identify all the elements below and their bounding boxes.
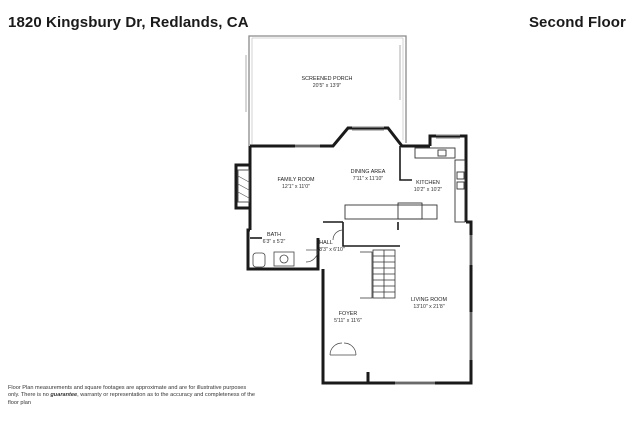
room-hall-name: HALL [319, 240, 333, 246]
doors [305, 229, 357, 356]
room-kitchen-dims: 10'2" x 10'2" [414, 187, 443, 193]
room-living-dims: 13'10" x 21'8" [413, 304, 444, 310]
room-foyer-name: FOYER [339, 311, 358, 317]
room-kitchen-name: KITCHEN [416, 180, 440, 186]
staircase [360, 249, 396, 299]
disclaimer-text-before: Floor Plan measurements and square foota… [8, 385, 247, 399]
floor-label: Second Floor [528, 14, 626, 31]
room-dining-name: DINING AREA [351, 169, 386, 175]
floor-plan-disclaimer: Floor Plan measurements and square foota… [8, 385, 258, 407]
room-living-name: LIVING ROOM [411, 297, 447, 303]
interior-walls [250, 146, 412, 247]
disclaimer-brand: guarantee [50, 392, 78, 399]
room-hall-dims: 8'3" x 6'10" [319, 247, 345, 253]
kitchen-counters [344, 147, 466, 223]
room-family-name: FAMILY ROOM [278, 177, 315, 183]
screened-porch-area [245, 35, 407, 146]
room-family-dims: 12'1" x 11'0" [282, 184, 310, 190]
room-foyer-dims: 5'11" x 11'6" [334, 318, 362, 324]
windows [295, 126, 473, 385]
bath-fixtures [252, 251, 295, 268]
property-address: 1820 Kingsbury Dr, Redlands, CA [8, 14, 249, 31]
room-dining-dims: 7'11" x 11'10" [353, 176, 384, 182]
fireplace [237, 169, 250, 203]
exterior-walls [234, 126, 473, 385]
room-labels: SCREENED PORCH 20'5" x 13'9" FAMILY ROOM… [263, 76, 448, 324]
disclaimer-text-after: , warranty or representation as to the a… [8, 392, 255, 406]
room-screened-porch-dims: 20'5" x 13'9" [313, 83, 342, 89]
room-bath-dims: 6'3" x 5'2" [263, 239, 286, 245]
room-screened-porch-name: SCREENED PORCH [302, 76, 353, 82]
room-bath-name: BATH [267, 232, 281, 238]
